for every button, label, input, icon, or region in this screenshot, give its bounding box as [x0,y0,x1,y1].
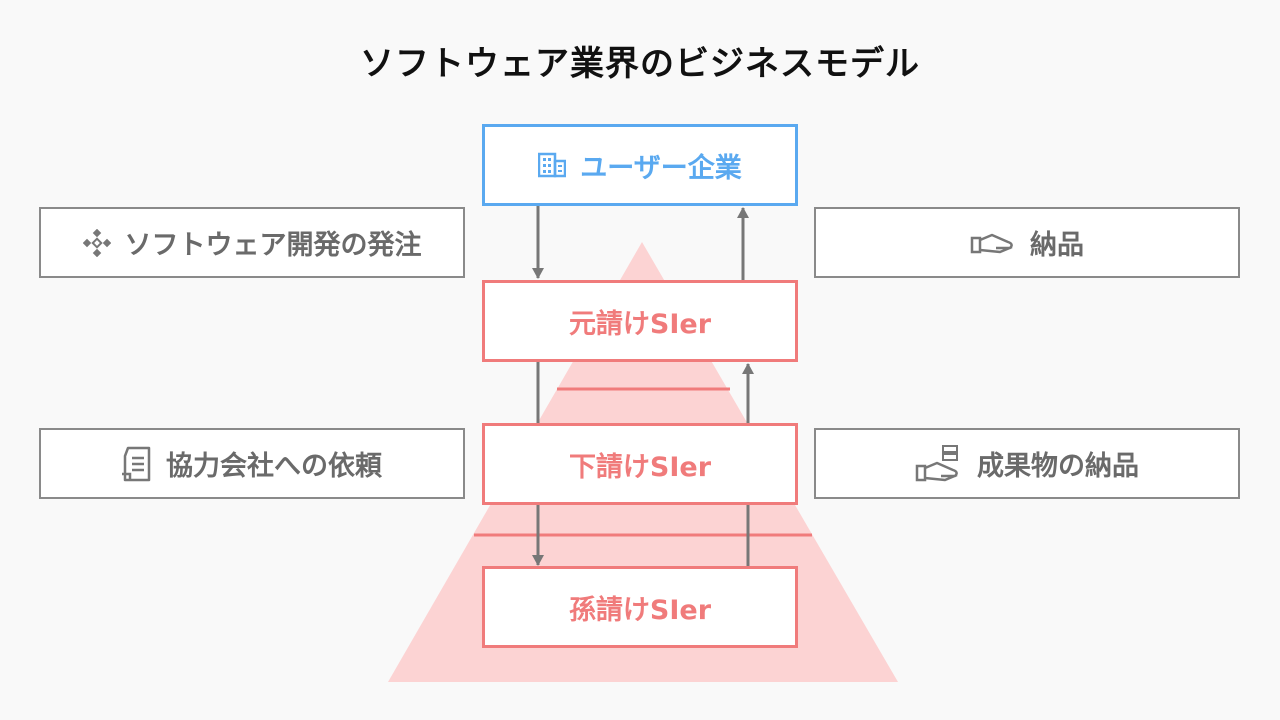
user-company-label: ユーザー企業 [580,152,742,184]
request-arrow-head [532,555,544,566]
user-company-box: ユーザー企業 [482,124,798,206]
order-note-label: ソフトウェア開発の発注 [124,230,422,261]
deliverables-note: 成果物の納品 [814,428,1240,499]
document-icon [122,446,152,482]
sub-sub-sier-box: 孫請けSIer [482,566,798,648]
order-note: ソフトウェア開発の発注 [39,207,465,278]
prime-sier-label: 元請けSIer [568,308,712,340]
hand-with-boxes-icon [915,444,963,484]
building-icon [538,152,567,178]
delivery-arrow-head [737,207,749,218]
request-note: 協力会社への依頼 [39,428,465,499]
deliverables-arrow-head [742,363,754,374]
sub-sier-box: 下請けSIer [482,423,798,505]
order-arrow-head [532,268,544,279]
delivery-note: 納品 [814,207,1240,278]
request-note-label: 協力会社への依頼 [166,451,382,482]
diamond-dots-icon [82,228,111,257]
sub-sier-label: 下請けSIer [568,451,712,483]
delivery-note-label: 納品 [1030,230,1084,261]
sub-sub-sier-label: 孫請けSIer [568,594,712,626]
prime-sier-box: 元請けSIer [482,280,798,362]
hand-icon [970,230,1016,256]
page-title: ソフトウェア業界のビジネスモデル [360,44,920,84]
deliverables-note-label: 成果物の納品 [977,451,1139,482]
